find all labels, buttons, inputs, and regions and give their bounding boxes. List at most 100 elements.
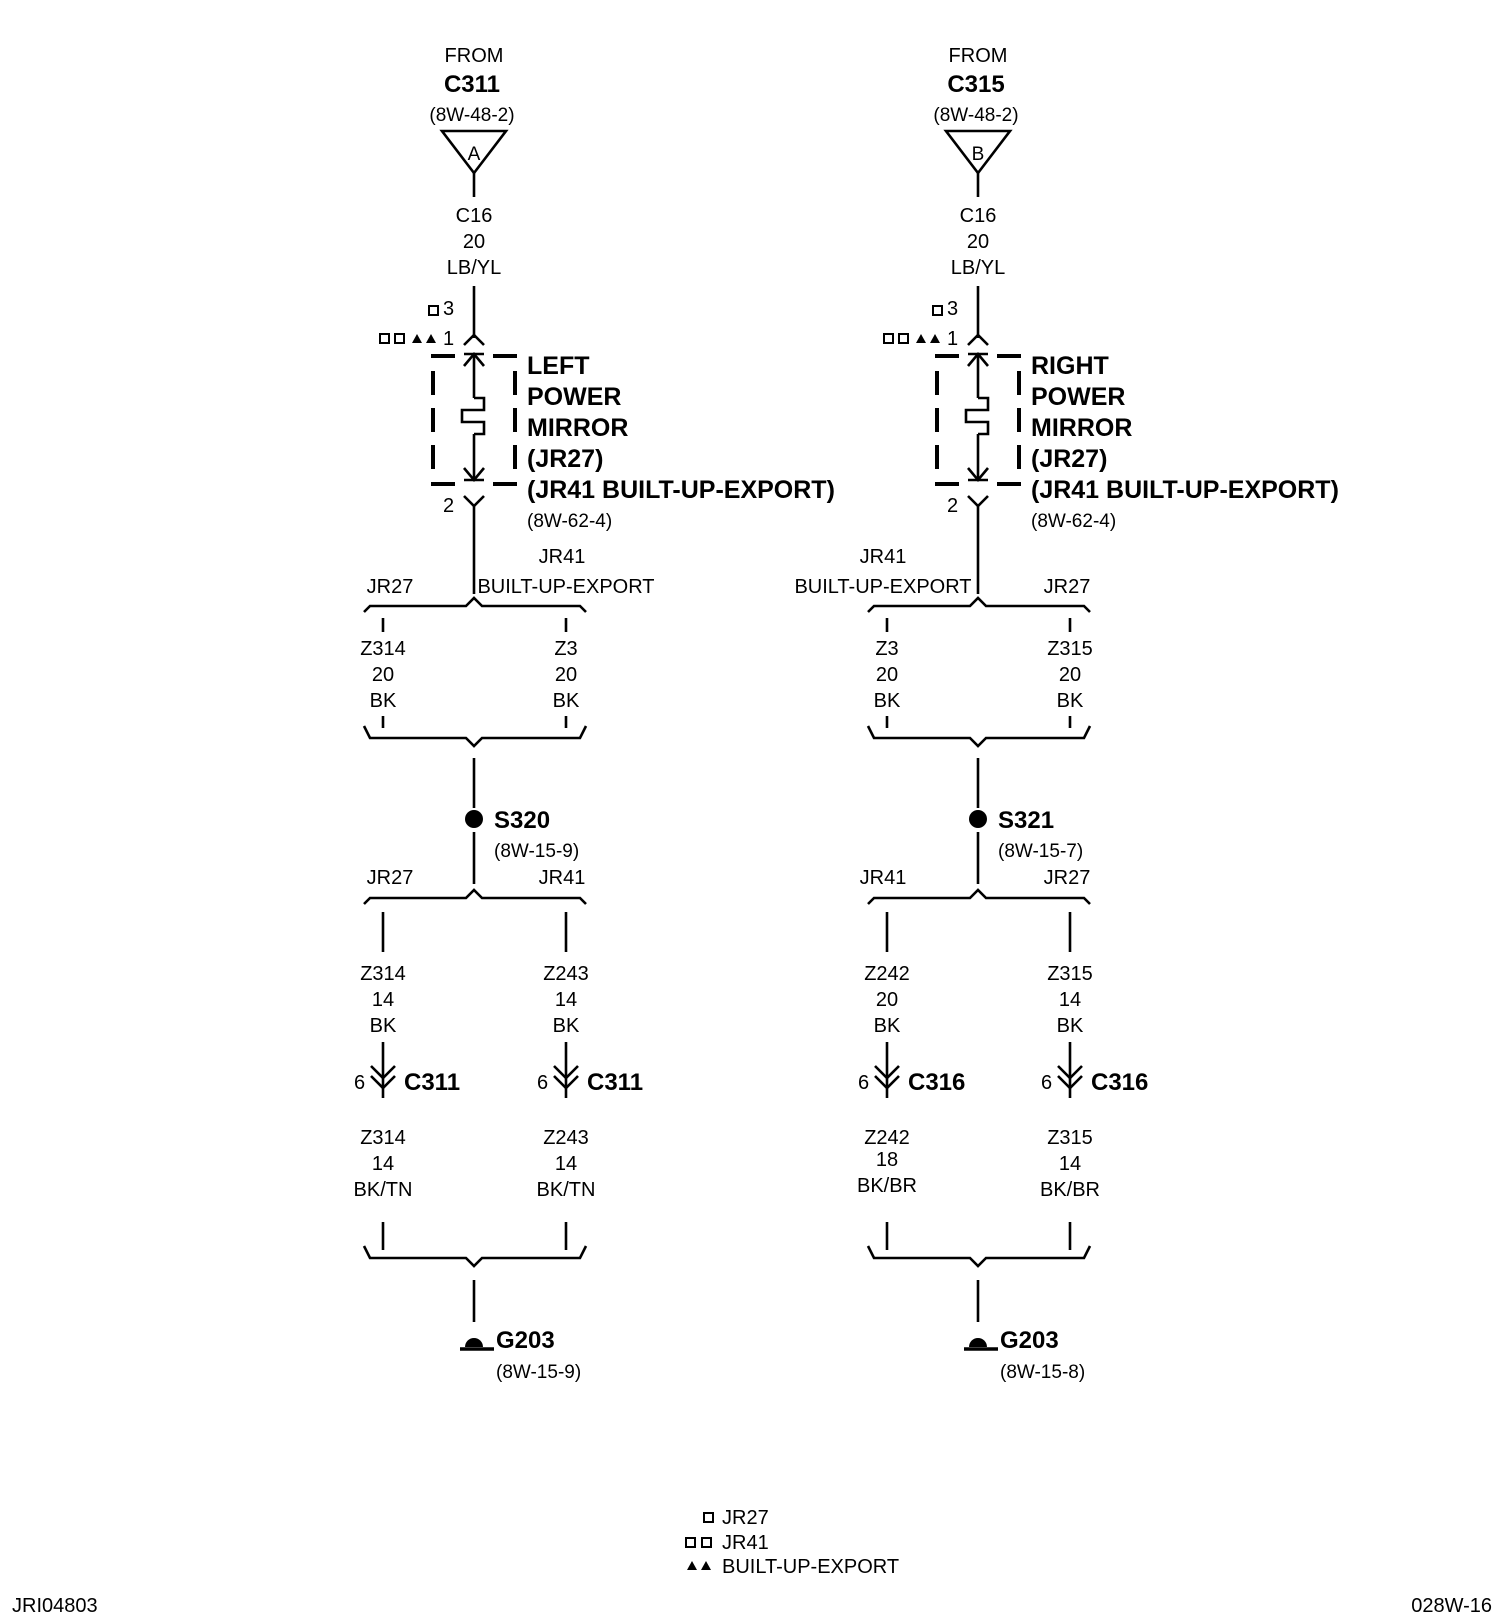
left-conn-d-name: C311 [587, 1069, 643, 1096]
left-pin3-label: 3 [443, 298, 454, 320]
right-pin1-chevron [967, 333, 989, 346]
left-component-ref: (8W-62-4) [527, 511, 612, 532]
left-branch1-label-left: JR27 [367, 576, 414, 598]
right-wire-d-color: BK [1057, 1015, 1084, 1037]
right-branch1-label-left-top: JR41 [860, 546, 907, 568]
left-ground-ref: (8W-15-9) [496, 1362, 581, 1383]
left-wire-a-gauge: 20 [372, 664, 394, 686]
right-input-gauge: 20 [967, 231, 989, 253]
left-ground-symbol [460, 1338, 494, 1351]
right-component-line-2: POWER [1031, 383, 1125, 411]
left-join2-bracket [362, 1245, 588, 1268]
left-wire-c-gauge: 14 [372, 989, 394, 1011]
legend-item-jr27: JR27 [703, 1507, 769, 1529]
left-wire-f-circuit: Z243 [543, 1127, 589, 1149]
right-wire-f-circuit: Z315 [1047, 1127, 1093, 1149]
right-ground-label: G203 [1000, 1327, 1059, 1354]
right-splice-ref: (8W-15-7) [998, 841, 1083, 862]
right-pin2-label: 2 [947, 495, 958, 517]
left-wire-f-color: BK/TN [537, 1179, 596, 1201]
right-mirror-component [935, 351, 1021, 486]
legend-double-triangle-icon [687, 1561, 711, 1570]
left-splice-label: S320 [494, 807, 550, 834]
left-branch2-label-right: JR41 [539, 867, 586, 889]
right-branch1-label-right: JR27 [1044, 576, 1091, 598]
left-wire-b-color: BK [553, 690, 580, 712]
right-from-connector: C315 [947, 71, 1004, 98]
right-wire-a-gauge: 20 [876, 664, 898, 686]
legend-label-jr27: JR27 [722, 1507, 769, 1529]
right-wire-d-gauge: 14 [1059, 989, 1081, 1011]
right-pin1-markers [883, 333, 940, 344]
right-wire-e-circuit: Z242 [864, 1127, 910, 1149]
left-conn-d-symbol [553, 1065, 579, 1090]
right-circuit: FROM C315 (8W-48-2) B C16 20 LB/YL 3 1 [794, 45, 1338, 1383]
left-pin1-chevron [463, 333, 485, 346]
right-from-triangle: B [943, 129, 1013, 176]
left-wire-d-gauge: 14 [555, 989, 577, 1011]
right-component-line-5: (JR41 BUILT-UP-EXPORT) [1031, 476, 1339, 504]
right-join1-bracket [866, 725, 1092, 748]
legend-label-built-up-export: BUILT-UP-EXPORT [722, 1556, 899, 1578]
left-input-color: LB/YL [447, 257, 501, 279]
left-wire-e-gauge: 14 [372, 1153, 394, 1175]
right-conn-d-symbol [1057, 1065, 1083, 1090]
right-ground-ref: (8W-15-8) [1000, 1362, 1085, 1383]
left-pin2-chevron [463, 495, 485, 508]
left-circuit: FROM C311 (8W-48-2) A C16 20 LB/YL 3 1 [354, 45, 835, 1383]
right-join2-bracket [866, 1245, 1092, 1268]
left-input-circuit: C16 [456, 205, 493, 227]
left-pin2-label: 2 [443, 495, 454, 517]
legend: JR27 JR41 BUILT-UP-EXPORT [685, 1507, 899, 1578]
right-component-ref: (8W-62-4) [1031, 511, 1116, 532]
left-from-label: FROM [445, 45, 504, 67]
left-conn-d-pin: 6 [537, 1072, 548, 1094]
left-component-line-4: (JR27) [527, 445, 603, 473]
left-from-connector: C311 [444, 71, 500, 98]
left-pin1-markers [379, 333, 436, 344]
left-ground-label: G203 [496, 1327, 555, 1354]
left-wire-d-color: BK [553, 1015, 580, 1037]
right-component-line-4: (JR27) [1031, 445, 1107, 473]
left-from-triangle: A [439, 129, 509, 176]
left-wire-b-gauge: 20 [555, 664, 577, 686]
left-wire-b-circuit: Z3 [554, 638, 577, 660]
right-wire-d-circuit: Z315 [1047, 963, 1093, 985]
right-conn-c-symbol [874, 1065, 900, 1090]
right-wire-c-color: BK [874, 1015, 901, 1037]
right-branch1-bracket [867, 596, 1091, 613]
legend-single-square-icon [703, 1512, 714, 1523]
footer-left-code: JRI04803 [12, 1595, 98, 1617]
right-input-color: LB/YL [951, 257, 1005, 279]
left-branch2-bracket [363, 888, 587, 905]
right-wire-f-gauge: 14 [1059, 1153, 1081, 1175]
left-input-gauge: 20 [463, 231, 485, 253]
left-mirror-component [431, 351, 517, 486]
right-wire-c-gauge: 20 [876, 989, 898, 1011]
right-wire-b-color: BK [1057, 690, 1084, 712]
right-conn-d-name: C316 [1091, 1069, 1148, 1096]
left-from-letter: A [468, 144, 481, 165]
right-pin3-label: 3 [947, 298, 958, 320]
right-wire-f-color: BK/BR [1040, 1179, 1100, 1201]
right-branch2-label-right: JR27 [1044, 867, 1091, 889]
left-wire-e-color: BK/TN [354, 1179, 413, 1201]
right-wire-a-color: BK [874, 690, 901, 712]
right-from-letter: B [972, 144, 985, 165]
right-pin3-square [932, 305, 943, 316]
right-branch2-label-left: JR41 [860, 867, 907, 889]
left-wire-c-color: BK [370, 1015, 397, 1037]
right-conn-c-pin: 6 [858, 1072, 869, 1094]
left-conn-c-symbol [370, 1065, 396, 1090]
left-join1-bracket [362, 725, 588, 748]
right-wire-b-circuit: Z315 [1047, 638, 1093, 660]
left-wire-f-gauge: 14 [555, 1153, 577, 1175]
left-splice-ref: (8W-15-9) [494, 841, 579, 862]
left-conn-c-name: C311 [404, 1069, 460, 1096]
right-component-line-1: RIGHT [1031, 352, 1109, 380]
right-splice-dot [969, 810, 987, 828]
left-wire-a-circuit: Z314 [360, 638, 406, 660]
right-branch1-label-left: BUILT-UP-EXPORT [794, 576, 971, 598]
right-wire-e-gauge: 18 [876, 1149, 898, 1171]
